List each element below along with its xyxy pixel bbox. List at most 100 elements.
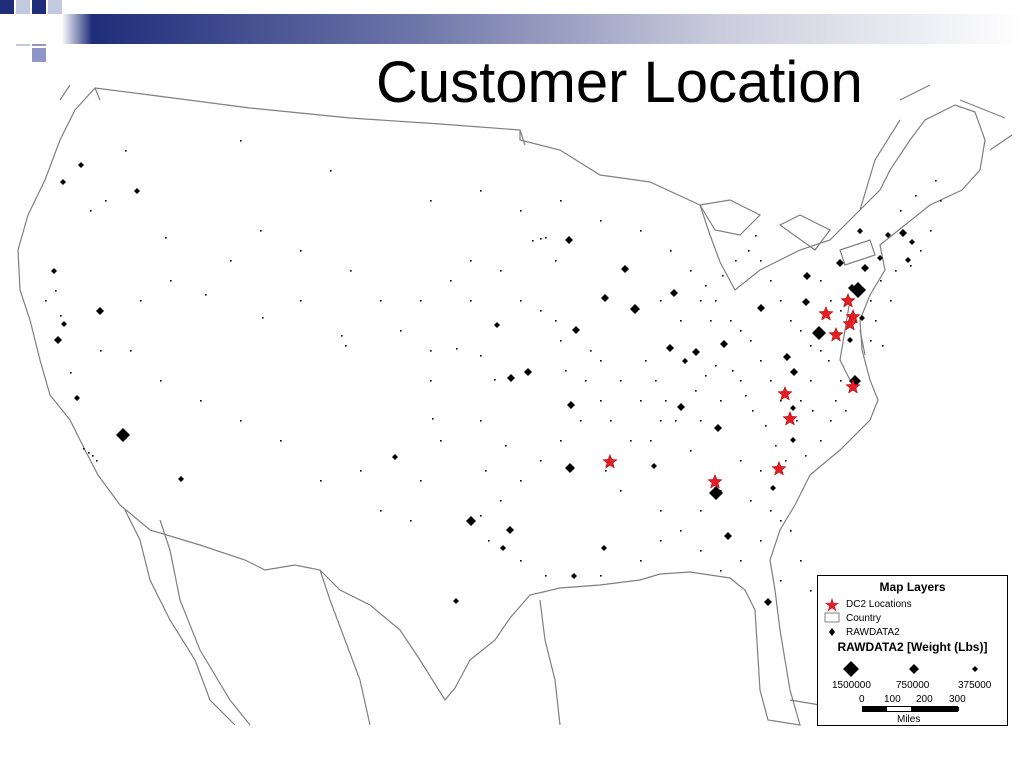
customer-dot [320,480,322,482]
customer-dot [545,575,547,577]
customer-diamond-icon [670,289,678,297]
customer-dot [670,250,672,252]
customer-dot [555,320,557,322]
customer-dot [300,250,302,252]
dc-location-star-icon [845,308,861,324]
customer-dot [770,280,772,282]
customer-dot [720,570,722,572]
customer-dot [505,445,507,447]
customer-dot [870,340,872,342]
dc-location-star-icon [777,385,793,401]
customer-dot [480,355,482,357]
customer-dot [555,260,557,262]
customer-dot [480,420,482,422]
customer-dot [600,400,602,402]
customer-dot [700,420,702,422]
customer-dot [760,360,762,362]
customer-dot [752,410,754,412]
dc-location-star-icon [782,410,798,426]
size-diamond-small-icon [972,666,978,672]
great-lakes [699,199,876,266]
customer-diamond-icon [724,532,732,540]
customer-dot [845,410,847,412]
customer-dot [660,420,662,422]
customer-diamond-icon [494,322,500,328]
dc-location-star-icon [845,378,861,394]
customer-dot [165,237,167,239]
customer-dot [700,300,702,302]
customer-dot [600,575,602,577]
customer-dot [432,418,434,420]
customer-dot [205,294,207,296]
customer-diamond-icon [601,545,607,551]
customer-diamond-icon [134,188,140,194]
customer-dot [380,510,382,512]
customer-dot [230,260,232,262]
customer-dot [380,300,382,302]
customer-dot [705,375,707,377]
customer-diamond-icon [666,344,674,352]
legend-size-heading: RAWDATA2 [Weight (Lbs)] [837,640,988,654]
customer-dot [730,320,732,322]
customer-dot [100,350,102,352]
small-customer-dots [45,140,942,592]
customer-dot [430,350,432,352]
customer-dot [60,315,62,317]
customer-diamond-icon [54,336,62,344]
scale-tick-300: 300 [949,694,966,705]
page-title: Customer Location [376,50,863,115]
customer-dot [770,380,772,382]
customer-dot [650,440,652,442]
scale-tick-100: 100 [884,694,901,705]
customer-diamond-icon [848,284,856,292]
customer-dot [140,300,142,302]
customer-dot [520,300,522,302]
customer-diamond-icon [877,255,883,261]
customer-dot [450,280,452,282]
customer-dot [520,210,522,212]
customer-dot [800,400,802,402]
customer-dot [160,380,162,382]
red-star-icon [824,598,840,612]
customer-dot [820,440,822,442]
customer-dot [400,330,402,332]
customer-dot [810,590,812,592]
customer-markers [51,162,915,606]
customer-diamond-icon [630,304,640,314]
customer-diamond-icon [677,403,685,411]
customer-diamond-icon [709,486,723,500]
customer-dot [500,270,502,272]
legend-heading: Map Layers [879,580,946,594]
customer-dot [660,300,662,302]
customer-dot [895,270,897,272]
dc-location-star-icon [707,473,723,489]
customer-dot [750,340,752,342]
customer-dot [750,500,752,502]
customer-dot [830,420,832,422]
customer-diamond-icon [861,264,869,272]
customer-diamond-icon [812,326,826,340]
customer-dot [660,540,662,542]
size-diamond-large-icon [843,661,859,677]
customer-dot [765,425,767,427]
customer-dot [590,350,592,352]
customer-diamond-icon [51,268,57,274]
customer-dot [830,300,832,302]
customer-dot [700,550,702,552]
customer-dot [645,360,647,362]
customer-dot [780,580,782,582]
mexico-coast [319,569,561,726]
customer-dot [540,310,542,312]
customer-diamond-icon [857,228,863,234]
dc-location-star-icon [828,326,844,342]
customer-diamond-icon [78,162,84,168]
customer-dot [700,510,702,512]
customer-diamond-icon [507,374,515,382]
customer-dot [745,395,747,397]
customer-dot [800,560,802,562]
customer-dot [96,460,98,462]
customer-dot [870,300,872,302]
customer-dot [410,520,412,522]
customer-dot [300,300,302,302]
customer-dot [880,280,882,282]
